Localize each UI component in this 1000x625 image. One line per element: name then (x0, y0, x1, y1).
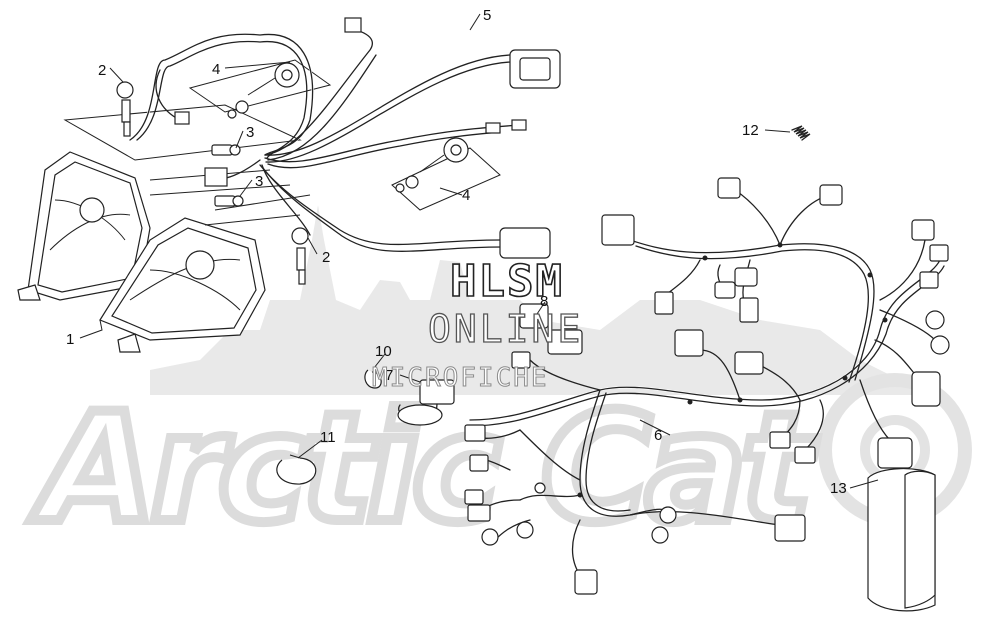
callout-labels: 1 2 2 3 3 4 4 5 6 7 8 10 11 12 13 (66, 7, 847, 497)
headlight-assembly-rear (17, 151, 151, 301)
callout-13: 13 (830, 480, 847, 497)
watermark-line1: HLSM (450, 256, 564, 307)
hlsm-watermark: HLSM ONLINE MICROFICHE (372, 255, 583, 393)
callout-8: 8 (540, 293, 548, 310)
explode-guide-lines (63, 59, 501, 226)
callout-4-upper: 4 (212, 61, 220, 78)
watermark-line3: MICROFICHE (372, 363, 549, 393)
callout-3-upper: 3 (246, 124, 254, 141)
callout-12: 12 (742, 122, 759, 139)
sleeve-13 (867, 467, 936, 612)
callout-4-lower: 4 (462, 187, 470, 204)
main-wiring-harness (464, 177, 950, 595)
bulb-lower (214, 195, 244, 207)
callout-2-upper: 2 (98, 62, 106, 79)
watermark-line2: ONLINE (428, 307, 583, 351)
clip-10 (364, 369, 382, 389)
callout-11: 11 (320, 429, 336, 446)
callout-2-lower: 2 (322, 249, 330, 266)
grommet-7 (397, 379, 455, 426)
adjuster-lower (395, 137, 469, 193)
callout-leaders (79, 13, 879, 489)
callout-10: 10 (375, 343, 392, 360)
headlight-wiring-harness (129, 17, 561, 259)
callout-5: 5 (483, 7, 491, 24)
band-clamp-11 (276, 454, 317, 485)
bulb-socket-lower (291, 227, 309, 285)
headlight-assembly-front (99, 217, 266, 353)
callout-1: 1 (66, 331, 74, 348)
adjuster-upper (227, 62, 300, 119)
spring-12 (791, 125, 811, 141)
callout-7: 7 (385, 367, 393, 384)
relay-8 (519, 303, 549, 329)
callout-3-lower: 3 (255, 173, 263, 190)
bulb-upper (211, 144, 241, 156)
callout-6: 6 (654, 427, 662, 444)
bulb-socket-upper (116, 81, 134, 137)
